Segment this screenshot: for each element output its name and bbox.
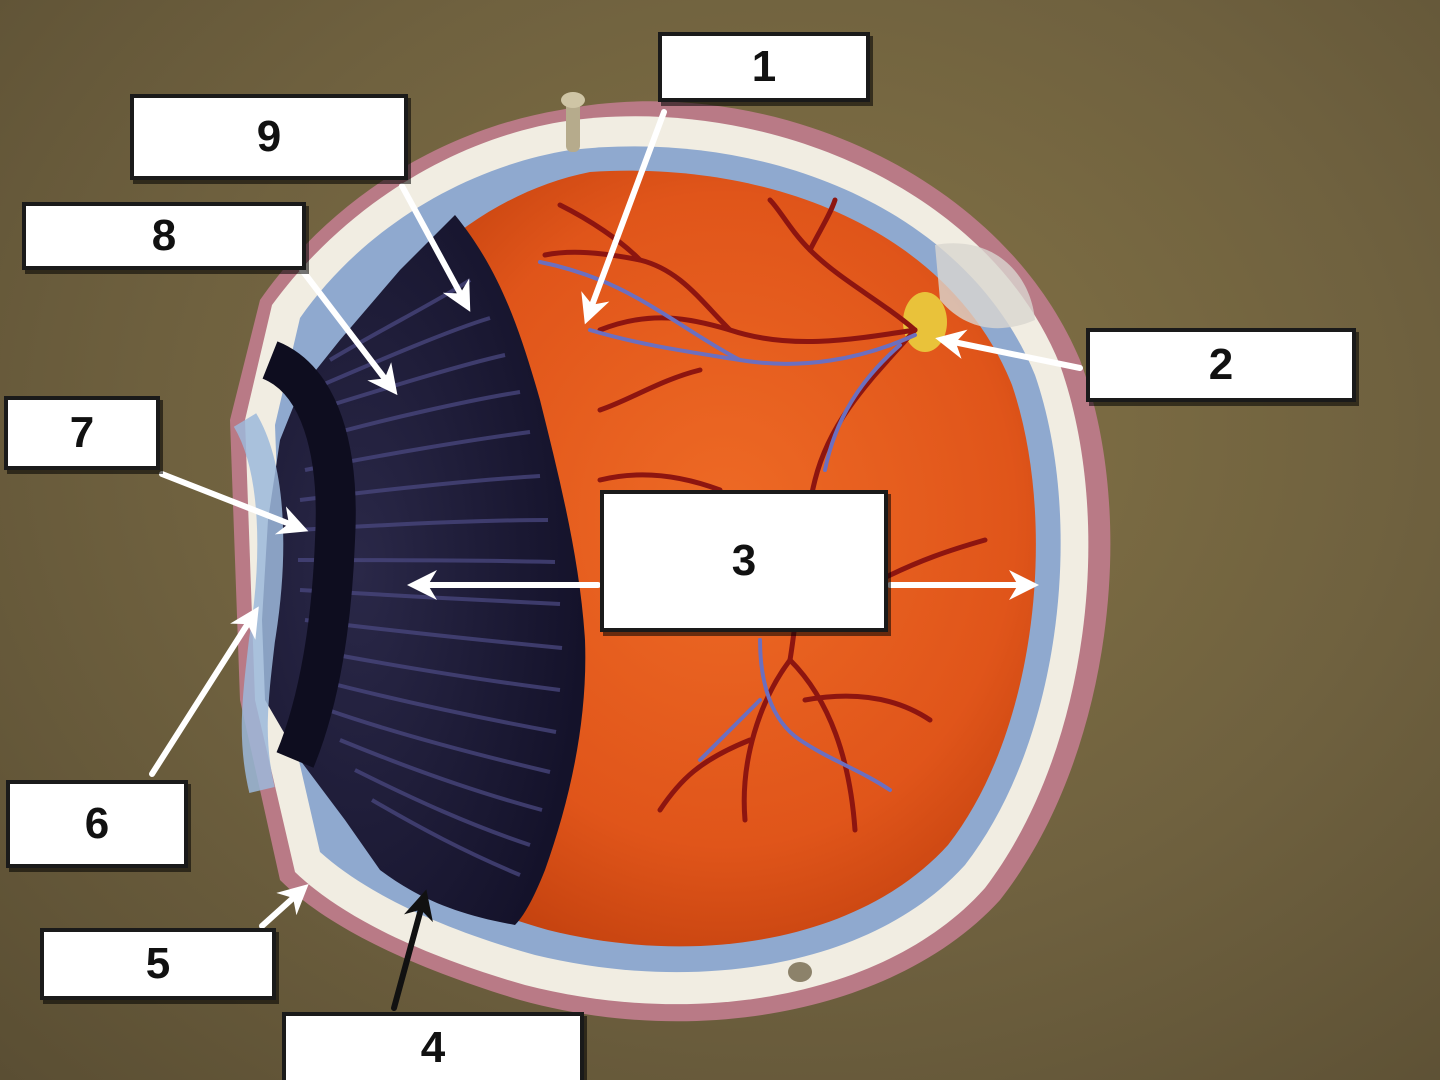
iris: [261, 341, 356, 768]
arrow-5: [259, 883, 309, 929]
label-1: 1: [658, 32, 870, 102]
top-pin-head: [561, 92, 585, 108]
bottom-pin: [788, 962, 812, 982]
label-7: 7: [4, 396, 160, 470]
label-8: 8: [22, 202, 306, 270]
arrow-7: [159, 471, 309, 535]
arrow-4: [391, 889, 433, 1011]
arrow-1: [581, 109, 667, 325]
label-2: 2: [1086, 328, 1356, 402]
arrow-2: [935, 329, 1083, 371]
lens-edge: [233, 413, 284, 794]
red-vessels: [542, 197, 988, 833]
label-5: 5: [40, 928, 276, 1000]
optic-disc: [903, 292, 947, 352]
blue-vessels: [538, 260, 917, 792]
label-9: 9: [130, 94, 408, 180]
label-3: 3: [600, 490, 888, 632]
arrow-6: [149, 606, 259, 777]
label-6: 6: [6, 780, 188, 868]
top-pin: [566, 96, 580, 152]
optic-nerve-stub: [935, 243, 1035, 329]
arrow-8: [299, 267, 398, 396]
label-4: 4: [282, 1012, 584, 1080]
arrow-9: [399, 183, 471, 312]
